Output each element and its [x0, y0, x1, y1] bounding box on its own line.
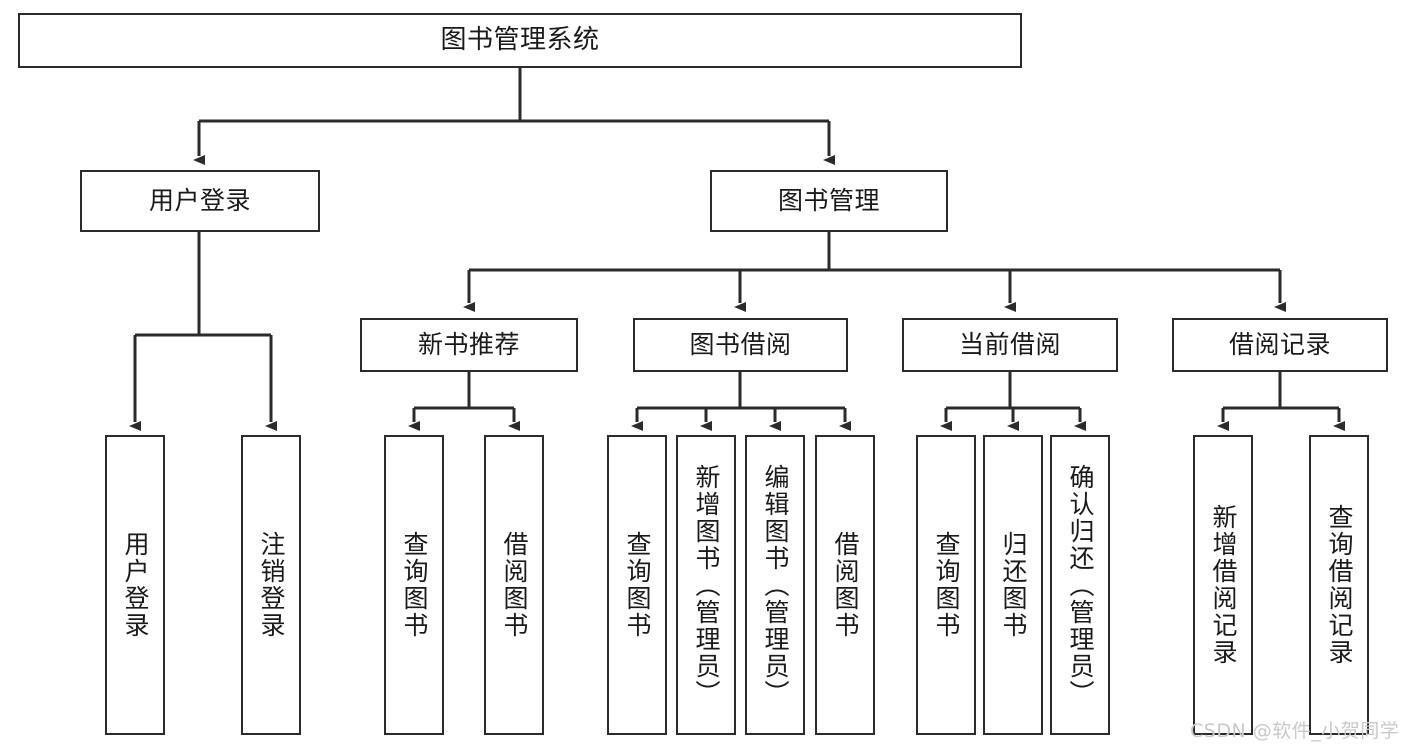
- leaf-new-book-borrow[interactable]: 借阅图书: [484, 435, 544, 735]
- node-label: 图书借阅: [689, 330, 792, 360]
- node-label: 用户登录: [121, 531, 150, 639]
- node-label: 归还图书: [999, 531, 1028, 639]
- leaf-user-login-login[interactable]: 用户登录: [105, 435, 165, 735]
- leaf-borrow-record-query[interactable]: 查询借阅记录: [1309, 435, 1369, 735]
- csdn-watermark: CSDN @软件_小贺同学: [1190, 720, 1400, 742]
- node-label: 查询图书: [400, 531, 429, 639]
- node-label: 借阅记录: [1228, 330, 1331, 360]
- node-borrow-record[interactable]: 借阅记录: [1172, 318, 1388, 372]
- leaf-book-borrow-add[interactable]: 新增图书（管理员）: [676, 435, 736, 735]
- node-label: 图书管理系统: [440, 25, 600, 56]
- node-label: 借阅图书: [500, 531, 529, 639]
- leaf-current-borrow-return[interactable]: 归还图书: [983, 435, 1043, 735]
- leaf-user-login-logout[interactable]: 注销登录: [241, 435, 301, 735]
- node-label: 查询图书: [623, 531, 652, 639]
- node-label: 借阅图书: [831, 531, 860, 639]
- node-label: 查询图书: [932, 531, 961, 639]
- leaf-book-borrow-query[interactable]: 查询图书: [607, 435, 667, 735]
- node-book-borrow[interactable]: 图书借阅: [633, 318, 848, 372]
- node-user-login[interactable]: 用户登录: [80, 170, 320, 232]
- node-root-system[interactable]: 图书管理系统: [18, 13, 1022, 68]
- leaf-current-borrow-query[interactable]: 查询图书: [916, 435, 976, 735]
- node-label: 新书推荐: [417, 330, 520, 360]
- node-book-management[interactable]: 图书管理: [710, 170, 948, 232]
- node-label: 当前借阅: [958, 330, 1061, 360]
- node-new-book-recommend[interactable]: 新书推荐: [360, 318, 578, 372]
- node-label: 新增借阅记录: [1209, 504, 1238, 666]
- leaf-book-borrow-edit[interactable]: 编辑图书（管理员）: [745, 435, 805, 735]
- node-label: 确认归还（管理员）: [1066, 463, 1095, 707]
- node-current-borrow[interactable]: 当前借阅: [902, 318, 1118, 372]
- leaf-borrow-record-add[interactable]: 新增借阅记录: [1193, 435, 1253, 735]
- leaf-book-borrow-borrow[interactable]: 借阅图书: [815, 435, 875, 735]
- node-label: 新增图书（管理员）: [692, 463, 721, 707]
- node-label: 查询借阅记录: [1325, 504, 1354, 666]
- leaf-current-borrow-confirm-return[interactable]: 确认归还（管理员）: [1050, 435, 1110, 735]
- node-label: 注销登录: [257, 531, 286, 639]
- node-label: 编辑图书（管理员）: [761, 463, 790, 707]
- node-label: 用户登录: [148, 186, 251, 216]
- leaf-new-book-query[interactable]: 查询图书: [384, 435, 444, 735]
- node-label: 图书管理: [777, 186, 880, 216]
